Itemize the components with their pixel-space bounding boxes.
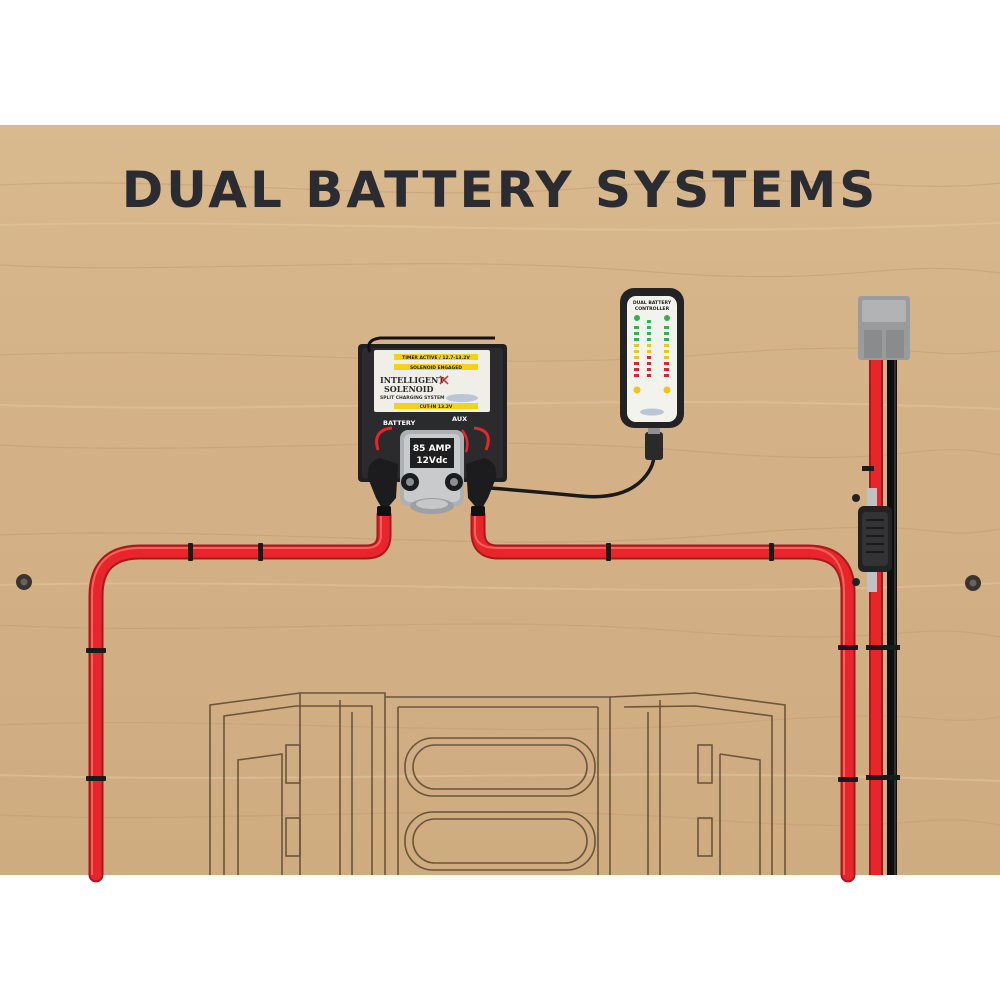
- red-cable-left: [88, 507, 392, 883]
- board-title: DUAL BATTERY SYSTEMS: [121, 161, 879, 219]
- board-screw-left: [16, 574, 32, 590]
- controller-logo: [640, 408, 664, 416]
- controller-label-line1: DUAL BATTERY: [633, 300, 672, 306]
- led-column-center: [647, 320, 651, 377]
- red-cable-right: [470, 507, 856, 883]
- brand-line1: INTELLIGENT: [380, 375, 444, 385]
- dual-battery-controller: DUAL BATTERY CONTROLLER: [620, 288, 684, 428]
- inline-fuse-holder: [852, 488, 892, 592]
- engine-bay-engraving: [209, 692, 786, 875]
- aux-label: AUX: [452, 415, 467, 423]
- led-column-right: [663, 315, 671, 394]
- controller-cable: [489, 424, 663, 499]
- strip-mid-text: SOLENOID ENGAGED: [410, 365, 462, 371]
- subtitle-text: SPLIT CHARGING SYSTEM: [380, 395, 445, 401]
- logo-mark: [439, 375, 449, 385]
- led-column-left: [633, 315, 641, 394]
- battery-label: BATTERY: [383, 419, 416, 427]
- strip-top-text: TIMER ACTIVE / 12.7-13.2V: [402, 355, 470, 361]
- intelligent-solenoid: TIMER ACTIVE / 12.7-13.2V SOLENOID ENGAG…: [358, 336, 507, 516]
- cable-ties: [86, 543, 858, 782]
- anderson-plug-assembly: [858, 296, 910, 875]
- controller-label-line2: CONTROLLER: [635, 306, 670, 312]
- strip-bottom-text: CUT-IN 13.2V: [420, 404, 453, 410]
- rating-line1: 85 AMP: [413, 444, 452, 454]
- rating-line2: 12Vdc: [416, 456, 447, 466]
- board-screw-right: [965, 575, 981, 591]
- logo-badge: [446, 394, 478, 402]
- brand-line2: SOLENOID: [384, 384, 433, 394]
